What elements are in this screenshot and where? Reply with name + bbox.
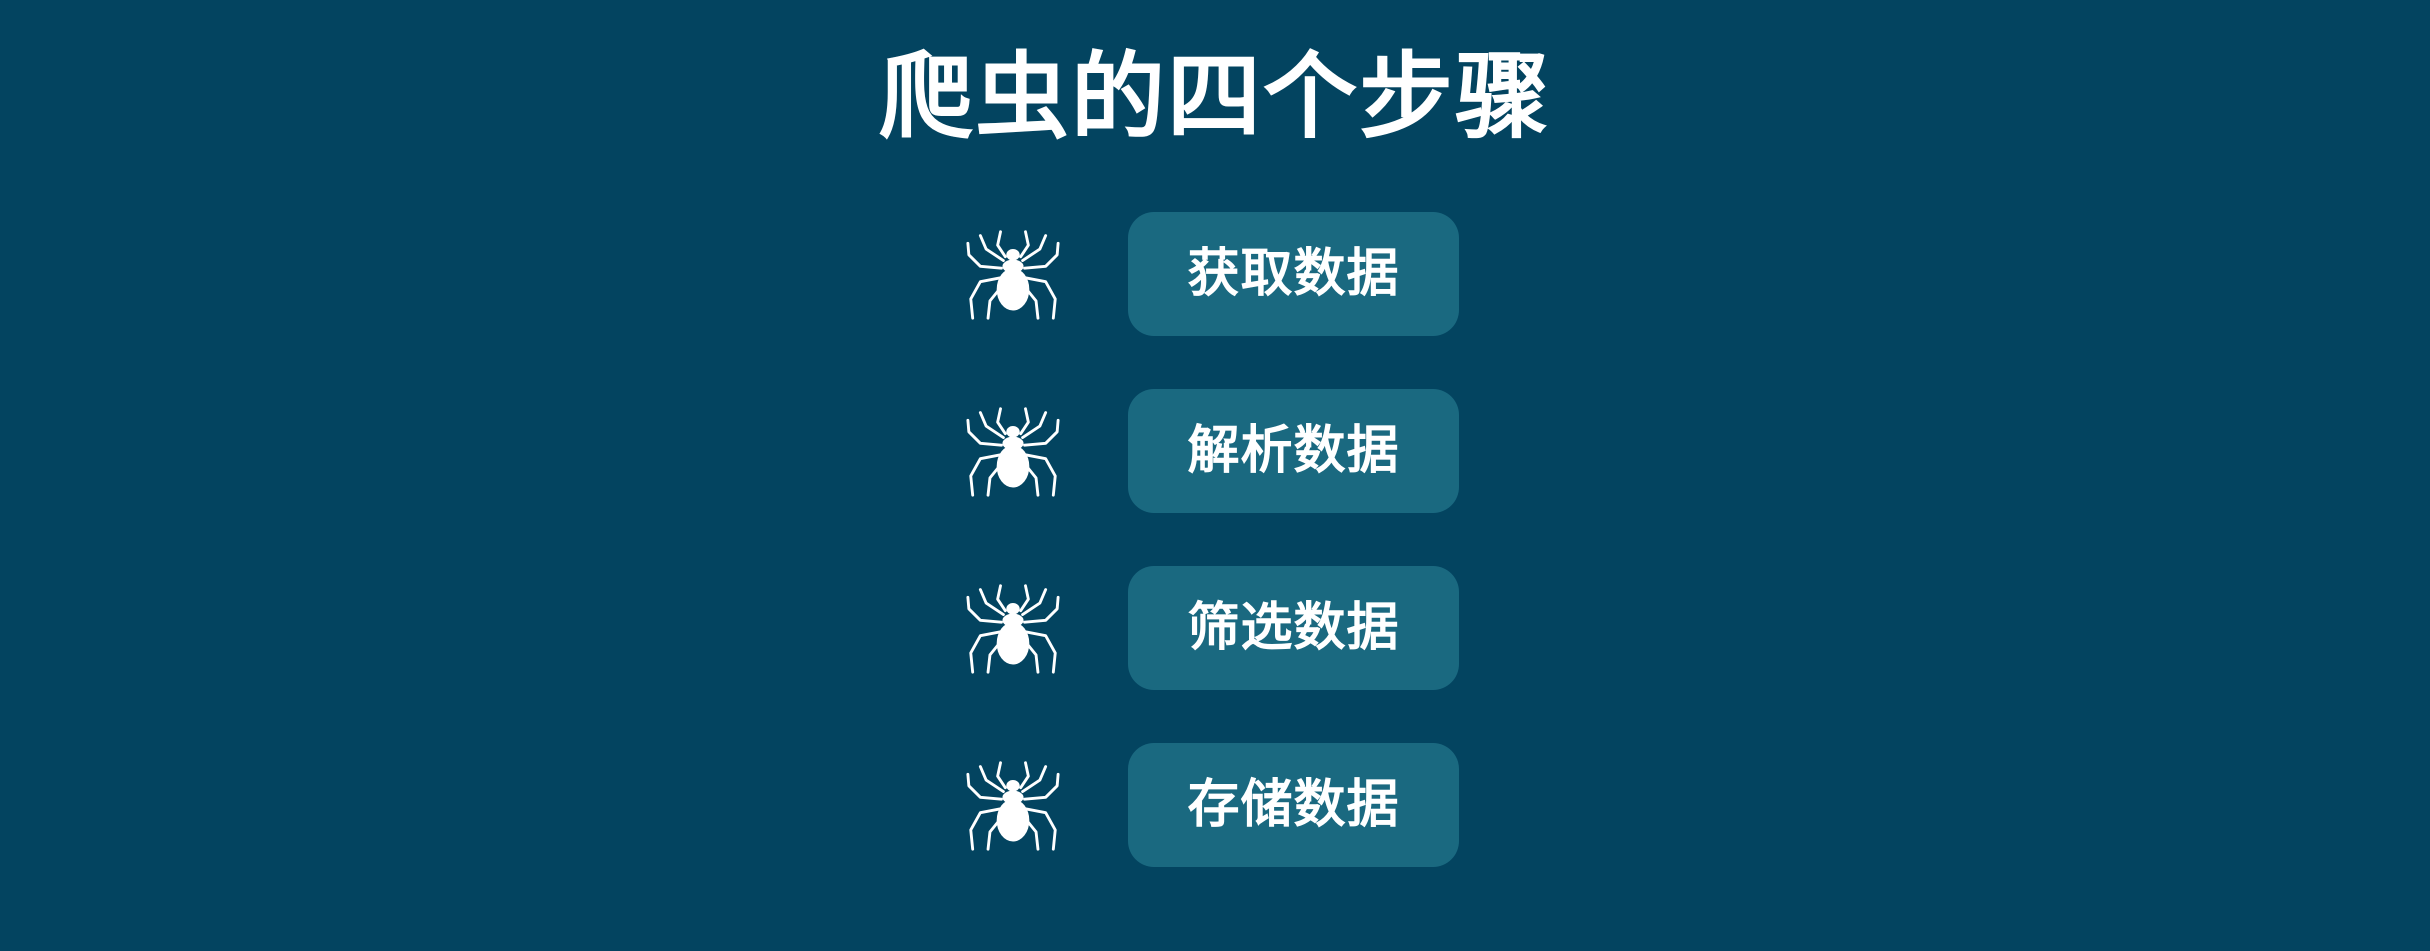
step-label: 存储数据 <box>1187 775 1400 835</box>
step-row-1: 获取数据 <box>965 212 1465 336</box>
step-button-fetch[interactable]: 获取数据 <box>1128 212 1459 336</box>
page-title: 爬虫的四个步骤 <box>878 43 1551 152</box>
step-label: 获取数据 <box>1187 244 1400 304</box>
step-button-filter[interactable]: 筛选数据 <box>1128 566 1459 690</box>
step-label: 解析数据 <box>1187 421 1400 481</box>
spider-icon <box>965 403 1061 499</box>
step-button-parse[interactable]: 解析数据 <box>1128 389 1459 513</box>
step-button-store[interactable]: 存储数据 <box>1128 743 1459 867</box>
spider-icon <box>965 226 1061 322</box>
spider-icon <box>965 580 1061 676</box>
step-row-4: 存储数据 <box>965 743 1465 867</box>
step-row-2: 解析数据 <box>965 389 1465 513</box>
spider-icon <box>965 757 1061 853</box>
step-label: 筛选数据 <box>1187 598 1400 658</box>
step-row-3: 筛选数据 <box>965 566 1465 690</box>
